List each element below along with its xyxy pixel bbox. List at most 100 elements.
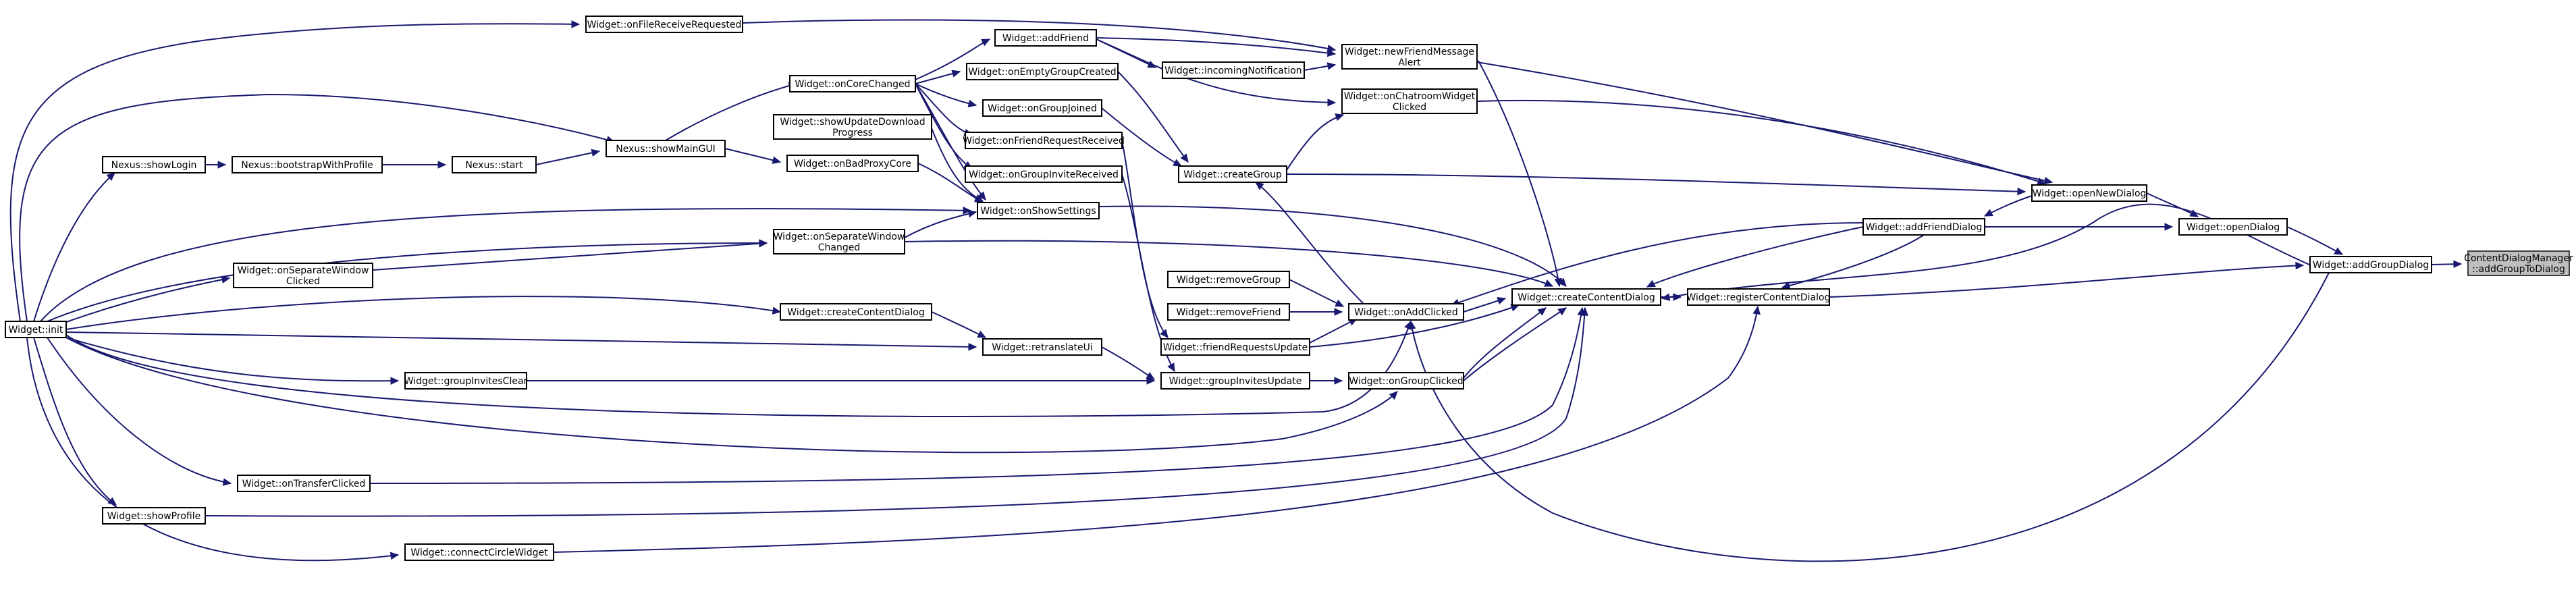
edge-arrowhead	[977, 330, 987, 338]
node-label: Nexus::start	[465, 160, 523, 171]
edge-line	[19, 93, 615, 322]
edge-line	[931, 311, 986, 338]
edge-n39-to-n27	[47, 239, 768, 322]
edge-n34-to-n27	[372, 240, 768, 271]
node-box	[232, 156, 383, 173]
graph-node-n19[interactable]: Widget::removeGroup	[1167, 271, 1290, 288]
edge-arrowhead	[1673, 293, 1682, 301]
edge-arrowhead	[1334, 377, 1343, 385]
edge-arrowhead	[1326, 62, 1337, 70]
graph-node-n6[interactable]: Widget::createContentDialog	[1511, 288, 1661, 306]
edge-n11-to-n6	[1463, 307, 1567, 381]
graph-node-n39[interactable]: Widget::init	[5, 321, 67, 338]
graph-node-n0[interactable]: ContentDialogManager::addGroupToDialog	[2464, 250, 2573, 276]
graph-node-n14[interactable]: Widget::incomingNotification	[1162, 61, 1305, 79]
graph-node-n9[interactable]: Widget::createGroup	[1178, 165, 1287, 183]
graph-node-n35[interactable]: Widget::groupInvitesClear	[404, 372, 528, 390]
graph-node-n33[interactable]: Nexus::showLogin	[102, 156, 206, 173]
node-label: Widget::registerContentDialog	[1687, 292, 1831, 303]
edge-line	[65, 296, 781, 330]
edge-arrowhead	[390, 552, 400, 560]
graph-node-n31[interactable]: Nexus::start	[452, 156, 537, 173]
edge-n35-to-n22	[527, 377, 1156, 385]
edge-n7-to-n6	[1478, 60, 1562, 288]
graph-node-n16[interactable]: Widget::onGroupJoined	[982, 99, 1102, 117]
graph-node-n5[interactable]: Widget::addFriendDialog	[1862, 218, 1985, 236]
edge-n7-to-n4	[1476, 61, 2054, 185]
graph-node-n18[interactable]: Widget::onGroupInviteReceived	[965, 165, 1123, 183]
edge-n13-to-n14	[1096, 38, 1157, 68]
graph-node-n21[interactable]: Widget::friendRequestsUpdate	[1160, 338, 1310, 356]
node-box	[1167, 271, 1290, 288]
edge-arrowhead	[106, 172, 115, 181]
edge-n2-to-n1	[2286, 226, 2344, 255]
graph-node-n4[interactable]: Widget::openNewDialog	[2031, 184, 2147, 202]
edge-n39-to-n29	[65, 331, 977, 351]
graph-node-n22[interactable]: Widget::groupInvitesUpdate	[1160, 372, 1310, 390]
graph-node-n37[interactable]: Widget::showProfile	[102, 507, 206, 525]
edge-n39-to-n35	[65, 337, 400, 385]
edge-arrowhead	[1781, 281, 1791, 290]
node-box	[404, 372, 527, 390]
edge-arrowhead	[2334, 247, 2344, 255]
edge-n5-to-n6	[1646, 226, 1864, 288]
graph-node-n36[interactable]: Widget::onTransferClicked	[237, 475, 371, 492]
node-box	[102, 507, 206, 525]
edge-line	[724, 148, 781, 163]
node-box	[1348, 372, 1464, 390]
node-label: Widget::newFriendMessage	[1345, 47, 1474, 57]
node-box	[585, 16, 743, 33]
edge-n31-to-n30	[535, 149, 601, 165]
graph-node-n28[interactable]: Widget::createContentDialog	[780, 303, 932, 321]
edge-arrowhead	[2037, 178, 2047, 186]
edge-line	[40, 208, 971, 322]
node-label: Widget::addFriend	[1002, 33, 1089, 44]
graph-node-n20[interactable]: Widget::removeFriend	[1167, 303, 1290, 321]
edge-line	[1098, 205, 1567, 287]
node-box	[2031, 184, 2147, 202]
edge-arrowhead	[1180, 153, 1189, 163]
node-label: Widget::onTransferClicked	[242, 479, 366, 489]
edge-n36-to-n6	[369, 306, 1585, 484]
graph-node-n2[interactable]: Widget::openDialog	[2178, 218, 2288, 236]
node-label: Widget::onShowSettings	[980, 206, 1096, 217]
node-label: Widget::onGroupJoined	[988, 103, 1097, 114]
edge-line	[205, 307, 1586, 517]
graph-node-n32[interactable]: Nexus::bootstrapWithProfile	[232, 156, 383, 173]
graph-node-n23[interactable]: Widget::onCoreChanged	[789, 75, 916, 92]
graph-node-n25[interactable]: Widget::onBadProxyCore	[786, 155, 919, 172]
graph-node-n11[interactable]: Widget::onGroupClicked	[1348, 372, 1464, 390]
edge-n3-to-n1	[1829, 261, 2305, 298]
edge-line	[1646, 226, 1864, 288]
node-box	[982, 338, 1102, 356]
graph-node-n13[interactable]: Widget::addFriend	[994, 29, 1097, 47]
graph-node-n38[interactable]: Widget::connectCircleWidget	[404, 543, 554, 561]
edge-arrowhead	[951, 70, 961, 78]
edge-line	[1476, 61, 2053, 183]
edge-arrowhead	[2043, 176, 2054, 185]
node-label: Clicked	[1393, 102, 1426, 113]
node-box	[1167, 303, 1290, 321]
node-label: Alert	[1398, 57, 1421, 68]
edge-line	[553, 306, 1759, 553]
graph-node-n29[interactable]: Widget::retranslateUi	[982, 338, 1102, 356]
graph-node-n3[interactable]: Widget::registerContentDialog	[1687, 288, 1831, 306]
graph-node-n17[interactable]: Widget::onFriendRequestReceived	[963, 132, 1125, 149]
graph-node-n30[interactable]: Nexus::showMainGUI	[606, 140, 726, 157]
graph-node-n10[interactable]: Widget::onAddClicked	[1348, 303, 1464, 321]
edge-arrowhead	[1167, 363, 1175, 373]
node-label: Changed	[818, 242, 861, 253]
node-label: Widget::groupInvitesUpdate	[1169, 376, 1302, 387]
graph-node-n1[interactable]: Widget::addGroupDialog	[2309, 256, 2432, 273]
edge-arrowhead	[1544, 279, 1554, 287]
node-label: Widget::openNewDialog	[2033, 188, 2147, 199]
edge-arrowhead	[217, 161, 227, 169]
graph-node-n15[interactable]: Widget::onEmptyGroupCreated	[966, 63, 1119, 80]
graph-node-n26[interactable]: Widget::onShowSettings	[977, 202, 1100, 219]
graph-node-n12[interactable]: Widget::onFileReceiveRequested	[585, 16, 743, 33]
